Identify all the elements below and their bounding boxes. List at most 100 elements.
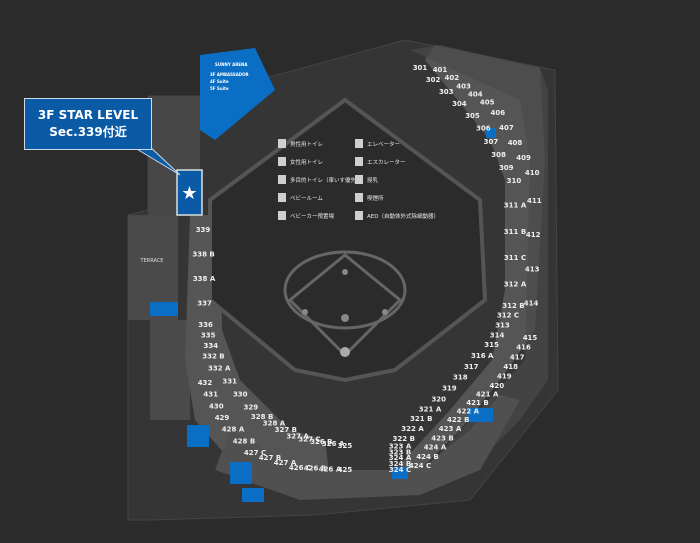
legend-label: ベビールーム: [290, 194, 323, 202]
section-label: 411: [527, 197, 542, 205]
section-label: 409: [516, 154, 531, 162]
section-label: 321 A: [419, 405, 442, 413]
section-label: 317: [464, 363, 479, 371]
legend-label: AED（自動体外式除細動器）: [367, 212, 439, 220]
section-label: 427 B: [259, 454, 281, 462]
section-label: 424 B: [416, 453, 438, 461]
highlight-box-right-3: [486, 128, 496, 138]
section-label: 417: [510, 353, 525, 361]
section-label: 412: [526, 231, 541, 239]
stroller-storage-icon: [278, 211, 286, 220]
section-label: 403: [456, 82, 471, 90]
section-label: 426 A: [319, 465, 342, 473]
facility-legend: 男性用トイレエレベーター女性用トイレエスカレーター多目的トイレ（車いす優先）授乳…: [278, 139, 439, 220]
section-label: 307: [484, 138, 499, 146]
left-seating-band: [185, 215, 330, 480]
section-label: 337: [197, 299, 212, 307]
second-base: [342, 269, 348, 275]
accessible-restroom-icon: [278, 175, 286, 184]
section-label: 302: [426, 76, 441, 84]
section-label: 326 B: [310, 438, 332, 446]
highlight-box-right-2: [392, 467, 408, 479]
section-label: 428 B: [233, 437, 255, 445]
highlight-box-left: [150, 302, 178, 316]
section-label: 321 B: [410, 415, 432, 423]
section-label: 326 A: [322, 440, 345, 448]
section-label: 310: [507, 177, 522, 185]
section-label: 323 B: [389, 448, 411, 456]
smoking-area-icon: [355, 193, 363, 202]
section-label: 328 A: [263, 420, 286, 428]
section-label: 416: [516, 344, 531, 352]
pitcher-mound: [341, 314, 349, 322]
section-label: 306: [476, 125, 491, 133]
baby-room-icon: [278, 193, 286, 202]
section-label: 319: [442, 385, 457, 393]
section-label: 303: [439, 88, 454, 96]
section-label: 424 C: [409, 462, 431, 470]
section-label: 314: [490, 331, 505, 339]
star-icon: ★: [181, 183, 197, 204]
section-label: 415: [523, 334, 538, 342]
section-label: 413: [525, 265, 540, 273]
section-label: 330: [233, 391, 248, 399]
highlight-box-right-1: [468, 408, 493, 422]
bottom-seating-band: [215, 395, 520, 500]
legend-label: 女性用トイレ: [290, 158, 323, 166]
home-plate: [340, 347, 350, 357]
section-label: 304: [452, 100, 467, 108]
section-label: 402: [444, 74, 459, 82]
section-label: 312 A: [504, 280, 527, 288]
mens-restroom-icon: [278, 139, 286, 148]
section-label: 418: [503, 363, 518, 371]
section-label: 431: [203, 391, 218, 399]
section-label: 401: [433, 66, 448, 74]
section-label: 327 C: [298, 436, 320, 444]
section-label: 327 B: [275, 426, 297, 434]
legend-label: 男性用トイレ: [290, 140, 323, 148]
section-label: 407: [499, 124, 514, 132]
section-label: 424 A: [424, 444, 447, 452]
infield-arc: [283, 250, 407, 330]
section-label: 410: [525, 169, 540, 177]
section-label: 425: [338, 466, 353, 474]
section-label: 324 C: [389, 466, 411, 474]
outfield-diamond: [208, 97, 488, 383]
legend-label: 多目的トイレ（車いす優先）: [290, 176, 362, 184]
callout-section: Sec.339付近: [49, 125, 127, 139]
section-label: 324 B: [389, 460, 411, 468]
section-label: 331: [222, 377, 237, 385]
section-label: 320: [431, 395, 446, 403]
section-label: 414: [524, 300, 539, 308]
first-base: [382, 309, 388, 315]
section-label: 423 B: [431, 434, 453, 442]
aed-icon: [355, 211, 363, 220]
right-upper-section-labels: 4014024034044054064074084094104114124134…: [409, 66, 542, 470]
nursing-room-icon: [355, 175, 363, 184]
section-label: 426 C: [289, 464, 311, 472]
section-label: 422 A: [457, 408, 480, 416]
section-label: 419: [497, 373, 512, 381]
legend-label: エレベーター: [367, 140, 400, 148]
section-label: 422 B: [447, 416, 469, 424]
section-label: 421 B: [466, 399, 488, 407]
third-base: [302, 309, 308, 315]
section-label: 420: [489, 382, 504, 390]
highlight-box-lower-3: [242, 488, 264, 502]
section-label: 311 B: [504, 228, 526, 236]
section-label: 427 A: [274, 459, 297, 467]
section-label: 335: [201, 332, 216, 340]
legend-label: 喫煙所: [367, 194, 384, 202]
right-outer-band: [410, 45, 548, 480]
section-label: 312 B: [502, 302, 524, 310]
section-label: 313: [495, 322, 510, 330]
section-label: 428 A: [222, 426, 245, 434]
star-location-box: [176, 169, 203, 216]
legend-label: ベビーカー預置場: [290, 212, 335, 220]
terrace-label: TERRACE: [140, 258, 164, 264]
section-label: 312 C: [497, 312, 519, 320]
section-label: 338 B: [192, 250, 214, 258]
